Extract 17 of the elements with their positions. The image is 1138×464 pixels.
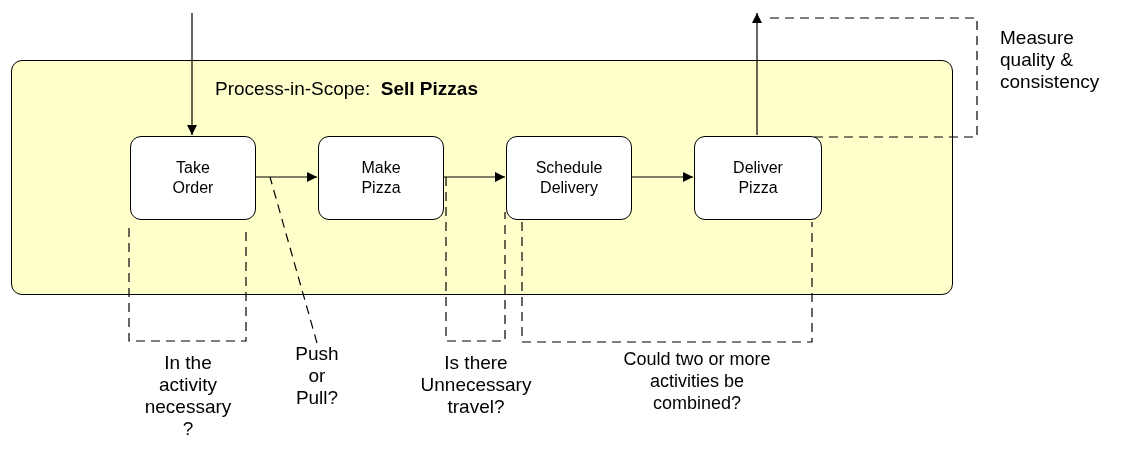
arrow [187, 12, 197, 136]
panel-heading: Process-in-Scope: Sell Pizzas [215, 78, 478, 100]
question-text: Is there Unnecessary travel? [419, 352, 533, 418]
process-box: Schedule Delivery [506, 136, 632, 220]
arrow [630, 172, 694, 182]
question-text: In the activity necessary ? [143, 352, 233, 440]
process-box: Make Pizza [318, 136, 444, 220]
process-scope-panel [11, 60, 953, 295]
arrow [254, 172, 318, 182]
arrow [752, 12, 762, 136]
leader-line [269, 176, 318, 344]
question-text: Push or Pull? [287, 343, 347, 431]
question-text: Could two or more activities be combined? [622, 348, 772, 414]
arrow [442, 172, 506, 182]
process-box: Take Order [130, 136, 256, 220]
note-text: Measure quality & consistency [1000, 27, 1101, 93]
process-box: Deliver Pizza [694, 136, 822, 220]
